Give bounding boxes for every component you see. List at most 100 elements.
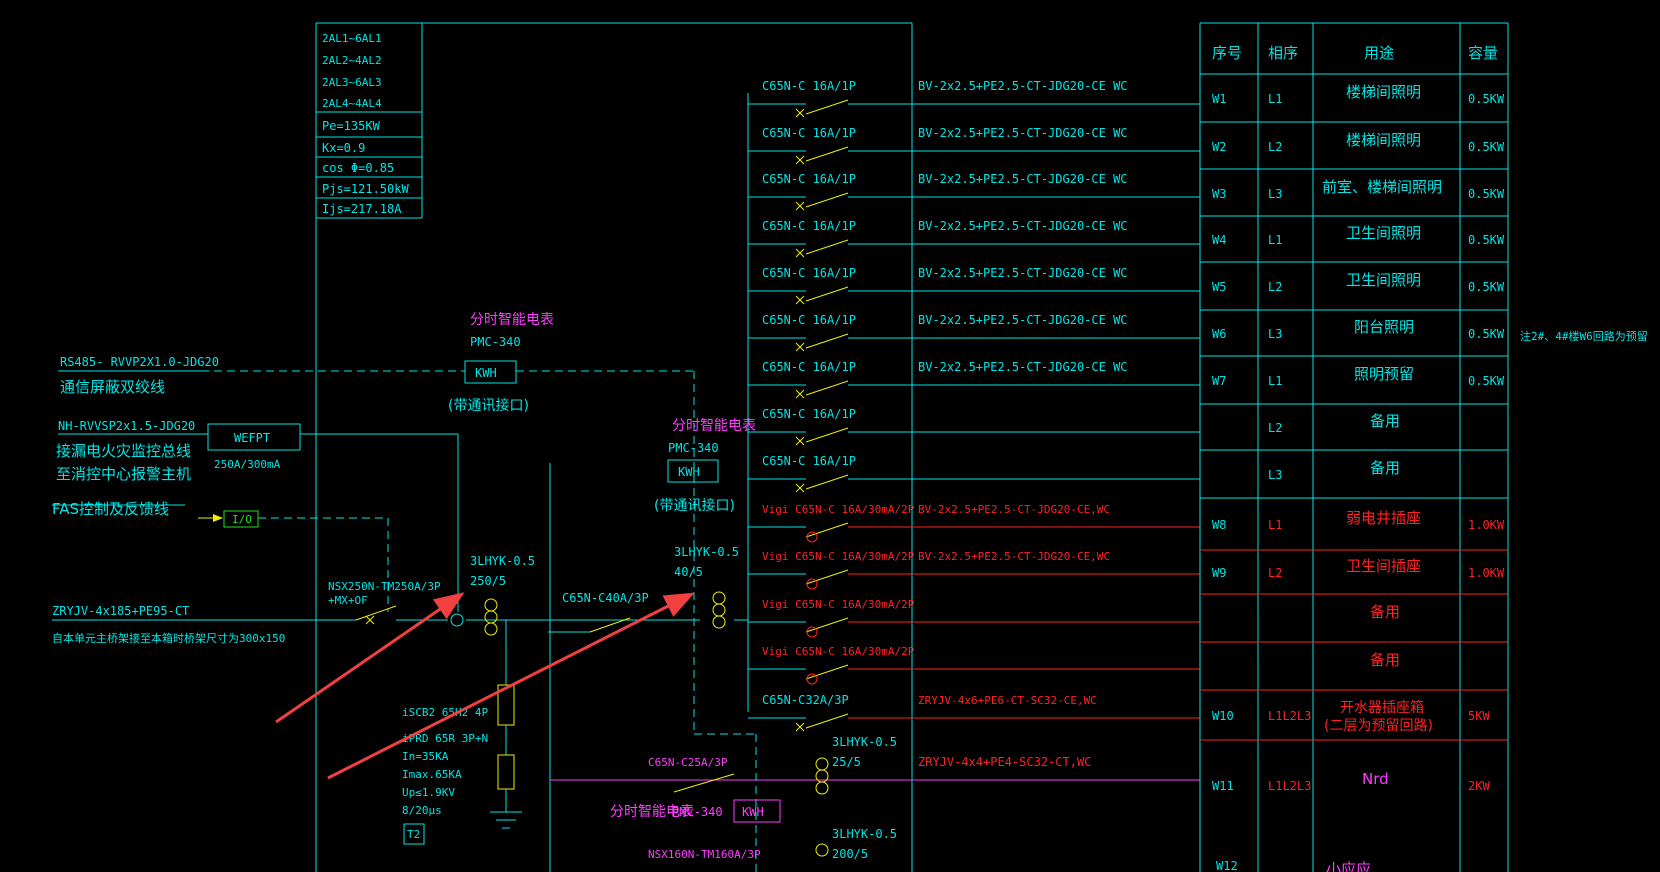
header-cap: 容量 [1468,44,1498,62]
table-cell-cap: 1.0KW [1468,518,1505,532]
table-cell-phase: L1 [1268,374,1282,388]
meter-title-3: 分时智能电表 [610,804,694,820]
branch-cable-label: BV-2x2.5+PE2.5-CT-JDG20-CE,WC [918,550,1110,563]
ijs-value: Ijs=217.18A [322,202,402,216]
meter-note-2: (带通讯接口) [654,497,735,514]
table-cell-cap: 1.0KW [1468,566,1505,580]
main-breaker-label: NSX250N-TM250A/3P [328,580,441,593]
table-cell-phase: L1 [1268,518,1282,532]
meter-model-3: PMC-340 [672,805,723,819]
table-cell-use: 前室、楼梯间照明 [1322,178,1442,196]
meter-note-1: (带通讯接口) [448,397,529,414]
table-cell-phase: L1 [1268,233,1282,247]
table-cell-use: 卫生间照明 [1346,224,1421,242]
table-cell-use: 备用 [1370,459,1400,477]
rs485-label: RS485- RVVP2X1.0-JDG20 [60,355,219,369]
branch-cable-label: BV-2x2.5+PE2.5-CT-JDG20-CE WC [918,79,1128,93]
branch-cable-label: BV-2x2.5+PE2.5-CT-JDG20-CE WC [918,219,1128,233]
branch-breaker-label: C65N-C 16A/1P [762,219,856,233]
fas-label: FAS控制及反馈线 [52,500,169,518]
io-box: I/O [223,510,259,528]
ct2-model: 3LHYK-0.5 [674,545,739,559]
rcd-icon [806,673,818,685]
ct3-model: 3LHYK-0.5 [832,735,897,749]
spd-class-box [403,823,425,845]
header-no: 序号 [1212,44,1242,62]
w12-no: W12 [1216,859,1238,872]
cos-value: cos Φ=0.85 [322,161,394,175]
branch-switch [805,99,849,115]
branch-breaker-label: C65N-C 16A/1P [762,266,856,280]
header-use: 用途 [1364,44,1394,62]
cross-mark [795,108,805,118]
branch-switch [805,522,849,538]
branch-cable-label: BV-2x2.5+PE2.5-CT-JDG20-CE,WC [918,503,1110,516]
spd-class: T2 [407,828,420,841]
table-cell-use: 楼梯间照明 [1346,83,1421,101]
branch-breaker-label: Vigi C65N-C 16A/30mA/2P [762,550,915,563]
comm-cable-label: 通信屏蔽双绞线 [60,378,165,396]
branch-switch [805,146,849,162]
cross-mark [795,155,805,165]
table-cell-phase: L2 [1268,280,1282,294]
main-cable-note: 自本单元主桥架接至本箱时桥架尺寸为300x150 [52,631,285,645]
pe-value: Pe=135KW [322,119,381,133]
spd-imax: Imax.65KA [402,768,462,781]
rcd-icon [806,531,818,543]
sub-breaker-label: C65N-C40A/3P [562,591,649,605]
table-cell-cap: 0.5KW [1468,140,1505,154]
branch-breaker-label: C65N-C 16A/1P [762,360,856,374]
branch-breaker-label: C65N-C32A/3P [762,693,849,707]
table-cell-cap: 0.5KW [1468,187,1505,201]
ct4-ratio: 200/5 [832,847,868,861]
table-cell-cap: 0.5KW [1468,327,1505,341]
io-label: I/O [232,513,252,526]
table-cell-cap: 5KW [1468,709,1490,723]
branch-switch [805,474,849,490]
branch-switch [805,239,849,255]
table-cell-phase: L1 [1268,92,1282,106]
table-cell-phase: L2 [1268,140,1282,154]
rcd-icon [806,578,818,590]
table-cell-no: W3 [1212,187,1226,201]
panel-label-4: 2AL4~4AL4 [322,97,382,110]
branch-breaker-label: C65N-C 16A/1P [762,454,856,468]
kx-value: Kx=0.9 [322,141,365,155]
table-cell-cap: 0.5KW [1468,280,1505,294]
outgoing-circuits: C65N-C 16A/1P BV-2x2.5+PE2.5-CT-JDG20-CE … [748,79,1200,769]
panel-outline [315,22,913,872]
table-cell-no: W2 [1212,140,1226,154]
leak-bus-label: 接漏电火灾监控总线 [56,442,191,460]
table-cell-phase: L3 [1268,187,1282,201]
branch-cable-label: BV-2x2.5+PE2.5-CT-JDG20-CE WC [918,172,1128,186]
wefpt-box: WEFPT 250A/300mA [207,423,301,471]
main-cable-label: ZRYJV-4x185+PE95-CT [52,604,189,618]
panel-label-1: 2AL1~6AL1 [322,32,382,45]
meter-title-1: 分时智能电表 [470,312,554,328]
table-cell-use: Nrd [1362,770,1389,788]
branch-cable-label: BV-2x2.5+PE2.5-CT-JDG20-CE WC [918,266,1128,280]
branch-switch [805,333,849,349]
pjs-value: Pjs=121.50kW [322,182,409,196]
header-phase: 相序 [1268,44,1298,62]
table-cell-no: W4 [1212,233,1226,247]
branch-cable-label: ZRYJV-4x6+PE6-CT-SC32-CE,WC [918,694,1097,707]
ct3-ratio: 25/5 [832,755,861,769]
branch-breaker-label: C65N-C 16A/1P [762,313,856,327]
cross-mark [795,248,805,258]
branch-breaker-label: Vigi C65N-C 16A/30mA/2P [762,503,915,516]
table-cell-use: 阳台照明 [1354,318,1414,336]
table-cell-phase: L1L2L3 [1268,709,1311,723]
spd-model-1: iSCB2 65H2 4P [402,706,488,719]
table-cell-use: 备用 [1370,603,1400,621]
cross-mark [795,342,805,352]
table-cell-use: 弱电井插座 [1346,509,1421,527]
branch-breaker-label: C65N-C 16A/1P [762,407,856,421]
ct1-ratio: 250/5 [470,574,506,588]
table-cell-cap: 2KW [1468,779,1490,793]
branch-breaker-label: C65N-C 16A/1P [762,172,856,186]
branch-switch [805,664,849,680]
